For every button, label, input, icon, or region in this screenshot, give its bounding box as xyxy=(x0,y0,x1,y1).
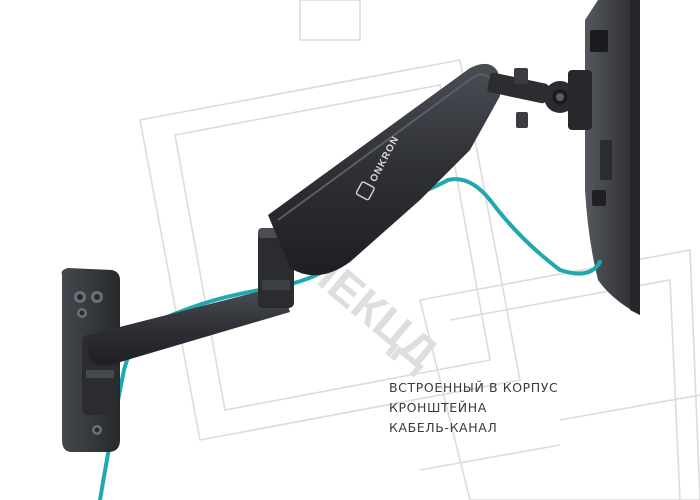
feature-caption: ВСТРОЕННЫЙ В КОРПУС КРОНШТЕЙНА КАБЕЛЬ-КА… xyxy=(389,378,679,438)
gas-spring-arm xyxy=(268,63,500,276)
caption-line: КАБЕЛЬ-КАНАЛ xyxy=(389,420,498,435)
caption-line: ВСТРОЕННЫЙ В КОРПУС xyxy=(389,380,559,395)
monitor xyxy=(585,0,640,315)
tilt-head xyxy=(487,68,592,130)
lower-arm xyxy=(88,289,290,366)
caption-line: КРОНШТЕЙНА xyxy=(389,400,487,415)
